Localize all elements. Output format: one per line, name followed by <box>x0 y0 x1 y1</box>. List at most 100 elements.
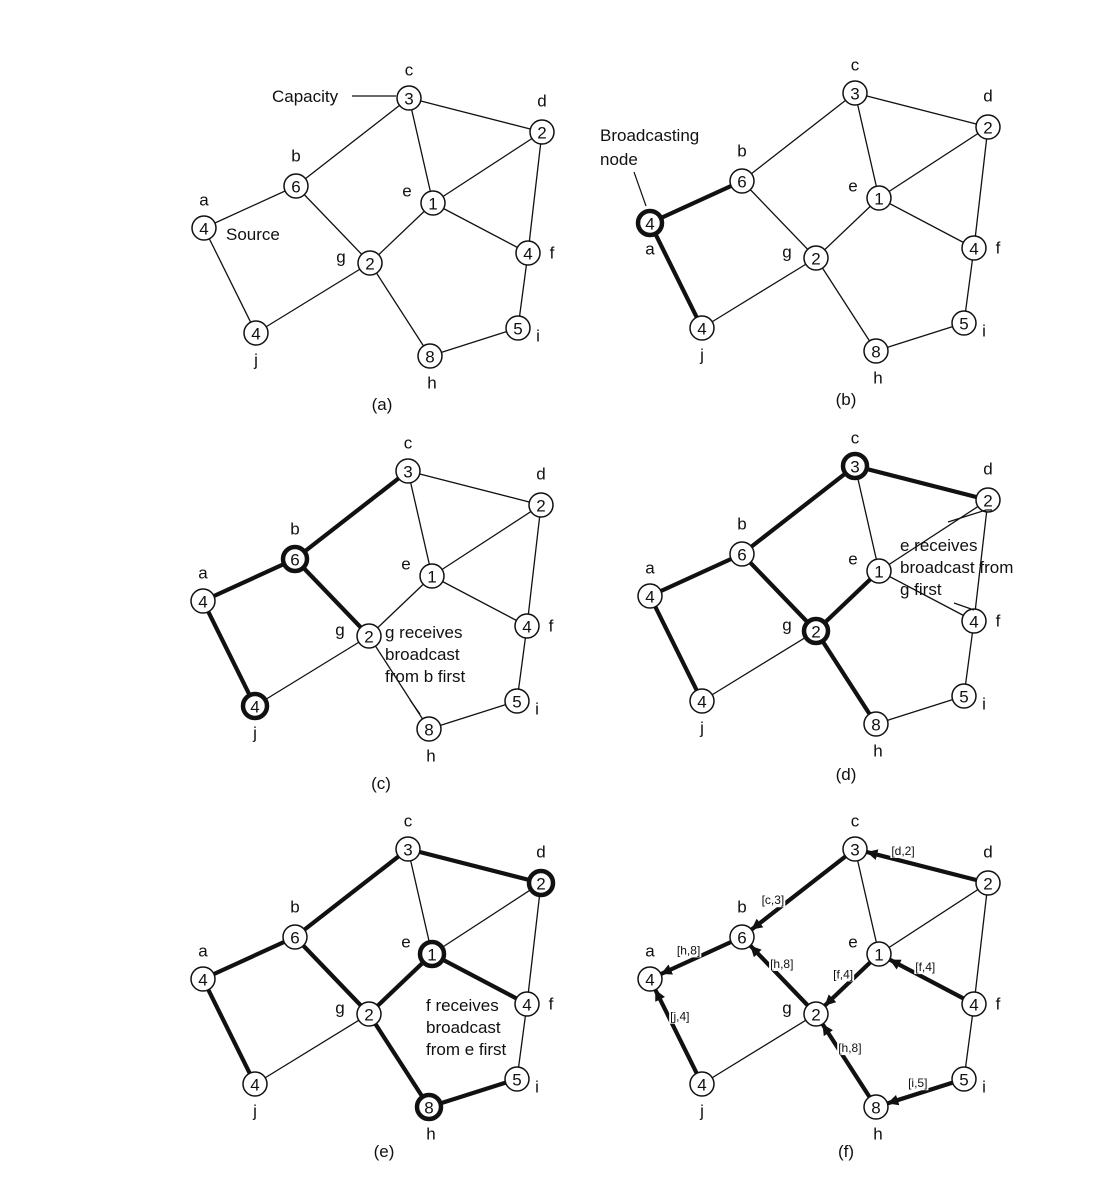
edge-g-h <box>814 629 878 726</box>
annotation-e-receives-line-2: broadcast from <box>900 558 1013 577</box>
node-capacity-i: 5 <box>959 315 968 334</box>
edge-d-e <box>878 499 989 572</box>
message-arrow-b-a <box>660 964 681 975</box>
node-g: 2g <box>336 248 383 276</box>
message-label-j-a: [j,4] <box>670 1010 689 1024</box>
node-e: 1e <box>848 550 892 584</box>
node-circle-a <box>637 966 663 992</box>
edge-e-f <box>431 575 528 627</box>
node-e: 1e <box>848 933 892 967</box>
node-label-g: g <box>335 999 344 1018</box>
node-capacity-d: 2 <box>983 492 992 511</box>
edge-e-f <box>878 197 975 249</box>
node-c: 3c <box>842 812 868 862</box>
node-capacity-a: 4 <box>645 588 654 607</box>
node-capacity-b: 6 <box>290 929 299 948</box>
node-label-f: f <box>549 995 554 1014</box>
node-label-j: j <box>252 1102 257 1121</box>
node-c: 3c <box>840 429 870 481</box>
node-label-d: d <box>983 87 992 106</box>
node-capacity-e: 1 <box>874 190 883 209</box>
node-circle-b <box>283 173 309 199</box>
node-label-h: h <box>427 374 436 393</box>
node-circle-e <box>420 190 446 216</box>
node-circle-g <box>356 1001 382 1027</box>
node-circle-b <box>729 168 755 194</box>
node-label-h: h <box>873 742 882 761</box>
node-circle-f <box>515 240 541 266</box>
node-capacity-b: 6 <box>737 929 746 948</box>
node-label-c: c <box>851 56 860 75</box>
node-g: 2g <box>335 999 382 1027</box>
node-a: 4a <box>637 942 663 992</box>
node-capacity-j: 4 <box>250 698 259 717</box>
node-d: 2d <box>528 465 554 518</box>
node-circle-i <box>505 315 531 341</box>
edge-d-f <box>973 499 989 622</box>
node-h: 8h <box>417 343 443 393</box>
node-label-e: e <box>401 555 410 574</box>
node-circle-c <box>842 80 868 106</box>
node-circle-d <box>975 114 1001 140</box>
edge-d-f <box>973 882 989 1005</box>
annotation-capacity: Capacity <box>272 87 396 106</box>
edge-g-h <box>815 257 877 352</box>
node-capacity-a: 4 <box>198 971 207 990</box>
edge-e-g <box>815 197 880 259</box>
node-g: 2g <box>335 621 382 649</box>
node-circle-d <box>975 487 1001 513</box>
node-e: 1e <box>402 182 446 216</box>
panel-label-c: (c) <box>371 774 391 793</box>
edge-e-g <box>369 202 434 264</box>
node-circle-h <box>863 1094 889 1120</box>
node-a: 4a <box>635 208 665 259</box>
edge-b-g <box>293 935 371 1016</box>
node-label-e: e <box>848 177 857 196</box>
node-circle-i <box>504 1066 530 1092</box>
node-capacity-j: 4 <box>697 693 706 712</box>
node-label-c: c <box>405 61 414 80</box>
node-circle-c <box>395 836 421 862</box>
edge-b-c <box>740 464 857 556</box>
node-d: 2d <box>975 843 1001 896</box>
node-label-a: a <box>645 942 655 961</box>
edge-e-g <box>814 569 881 633</box>
node-circle-j <box>240 691 270 721</box>
node-circle-a <box>635 208 665 238</box>
node-d: 2d <box>975 87 1001 140</box>
edge-c-e <box>407 848 433 955</box>
edge-g-j <box>701 1013 817 1085</box>
node-capacity-g: 2 <box>811 1006 820 1025</box>
node-label-e: e <box>848 933 857 952</box>
edge-c-e <box>854 92 880 199</box>
node-label-i: i <box>982 695 986 714</box>
edge-c-d <box>408 97 543 133</box>
node-circle-a <box>637 583 663 609</box>
annotation-g-receives-leader <box>409 699 421 715</box>
node-c: 3c <box>395 812 421 862</box>
node-capacity-j: 4 <box>250 1076 259 1095</box>
node-circle-f <box>961 991 987 1017</box>
node-circle-a <box>191 215 217 241</box>
node-circle-e <box>866 558 892 584</box>
node-circle-g <box>803 1001 829 1027</box>
node-h: 8h <box>863 338 889 388</box>
node-label-h: h <box>873 369 882 388</box>
node-circle-a <box>190 588 216 614</box>
message-label-h-g: [h,8] <box>838 1041 861 1055</box>
node-j: 4j <box>240 691 270 743</box>
node-capacity-i: 5 <box>959 1071 968 1090</box>
node-capacity-i: 5 <box>512 693 521 712</box>
node-label-j: j <box>699 1102 704 1121</box>
node-b: 6b <box>729 898 755 950</box>
node-circle-f <box>961 235 987 261</box>
message-label-e-g: [f,4] <box>833 967 853 981</box>
message-label-bg <box>675 943 702 958</box>
node-label-e: e <box>401 933 410 952</box>
